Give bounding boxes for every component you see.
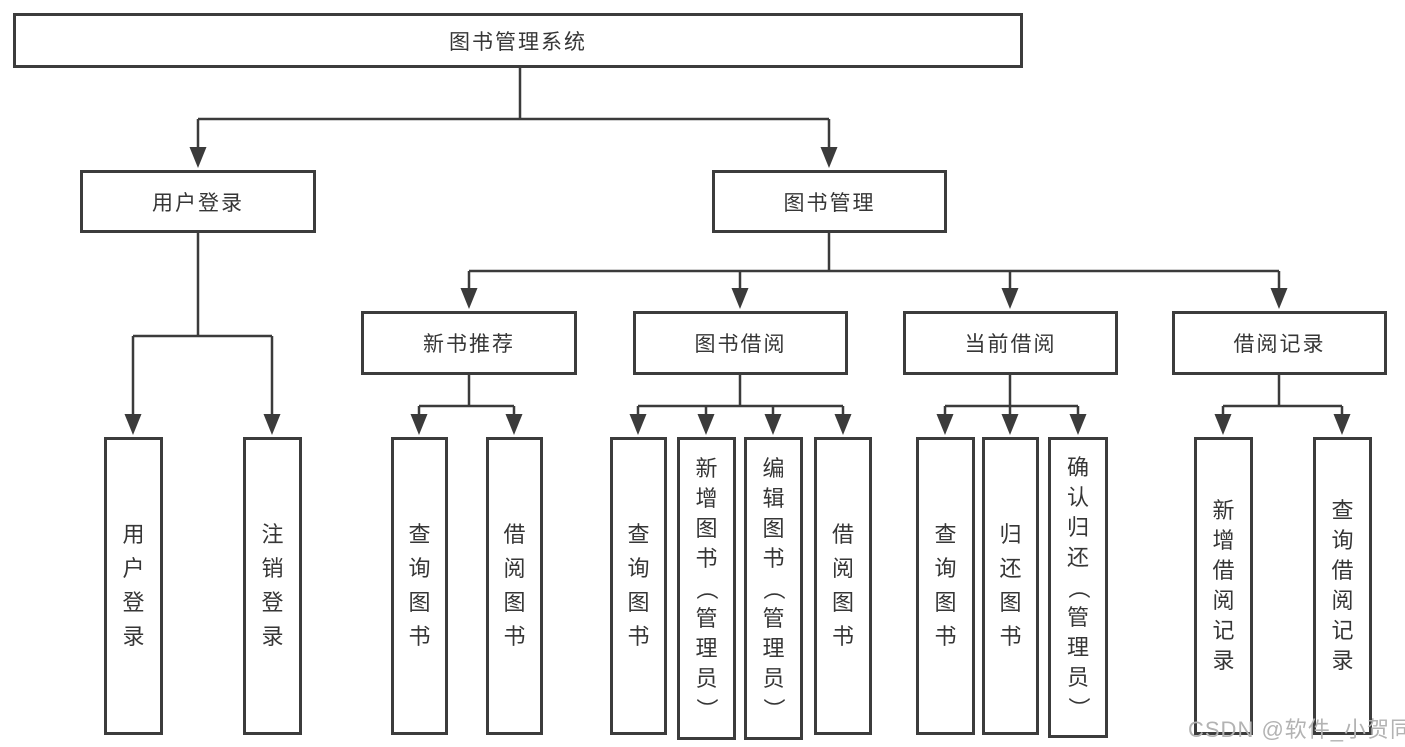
leaf-query-books-recommend-label: 查询图书 xyxy=(408,522,431,649)
node-current-borrow-label: 当前借阅 xyxy=(964,333,1057,356)
node-book-management-label: 图书管理 xyxy=(783,191,876,215)
leaf-add-books-admin: 新增图书（管理员） xyxy=(677,437,736,740)
node-root-label: 图书管理系统 xyxy=(449,30,587,54)
node-user-login: 用户登录 xyxy=(80,170,316,233)
node-current-borrow: 当前借阅 xyxy=(903,311,1118,375)
node-new-book-recommend-label: 新书推荐 xyxy=(423,333,515,356)
leaf-confirm-return-admin-label: 确认归还（管理员） xyxy=(1065,454,1091,719)
leaf-query-books-recommend: 查询图书 xyxy=(391,437,448,735)
connector-current-borrow-to-leaves xyxy=(943,375,1080,417)
leaf-query-borrow-record-label: 查询借阅记录 xyxy=(1331,498,1354,673)
leaf-add-books-admin-label: 新增图书（管理员） xyxy=(694,455,720,720)
leaf-logout: 注销登录 xyxy=(243,437,302,735)
node-root: 图书管理系统 xyxy=(13,13,1023,68)
node-book-management: 图书管理 xyxy=(712,170,947,233)
leaf-add-borrow-record-label: 新增借阅记录 xyxy=(1212,498,1235,673)
leaf-borrow-books: 借阅图书 xyxy=(814,437,872,735)
leaf-add-borrow-record: 新增借阅记录 xyxy=(1194,437,1253,735)
leaf-user-login-label: 用户登录 xyxy=(122,522,145,649)
leaf-borrow-books-recommend-label: 借阅图书 xyxy=(503,522,526,649)
leaf-user-login: 用户登录 xyxy=(104,437,163,735)
leaf-logout-label: 注销登录 xyxy=(261,522,284,649)
leaf-borrow-books-recommend: 借阅图书 xyxy=(486,437,543,735)
leaf-query-borrow-record: 查询借阅记录 xyxy=(1313,437,1372,735)
node-borrow-records: 借阅记录 xyxy=(1172,311,1387,375)
csdn-watermark: CSDN @软件_小贺同学 xyxy=(1188,717,1405,742)
leaf-query-books-borrow: 查询图书 xyxy=(610,437,667,735)
leaf-query-books-current-label: 查询图书 xyxy=(934,522,957,649)
leaf-query-books-borrow-label: 查询图书 xyxy=(627,522,650,649)
connector-user-login-to-leaves xyxy=(131,233,274,416)
leaf-borrow-books-label: 借阅图书 xyxy=(831,522,854,649)
node-book-borrow: 图书借阅 xyxy=(633,311,848,375)
node-new-book-recommend: 新书推荐 xyxy=(361,311,577,375)
node-user-login-label: 用户登录 xyxy=(152,191,244,215)
connector-borrow-records-to-leaves xyxy=(1221,375,1344,417)
node-book-borrow-label: 图书借阅 xyxy=(694,333,787,356)
leaf-return-books-label: 归还图书 xyxy=(999,522,1022,649)
leaf-query-books-current: 查询图书 xyxy=(916,437,975,735)
connector-new-book-recommend-to-leaves xyxy=(417,375,516,417)
connector-book-borrow-to-leaves xyxy=(636,375,845,417)
connector-book-management-to-level2 xyxy=(467,233,1281,290)
leaf-edit-books-admin-label: 编辑图书（管理员） xyxy=(761,455,787,720)
leaf-confirm-return-admin: 确认归还（管理员） xyxy=(1048,437,1108,738)
leaf-edit-books-admin: 编辑图书（管理员） xyxy=(744,437,803,740)
connector-root-to-level1 xyxy=(196,68,831,150)
leaf-return-books: 归还图书 xyxy=(982,437,1039,735)
node-borrow-records-label: 借阅记录 xyxy=(1233,333,1326,356)
